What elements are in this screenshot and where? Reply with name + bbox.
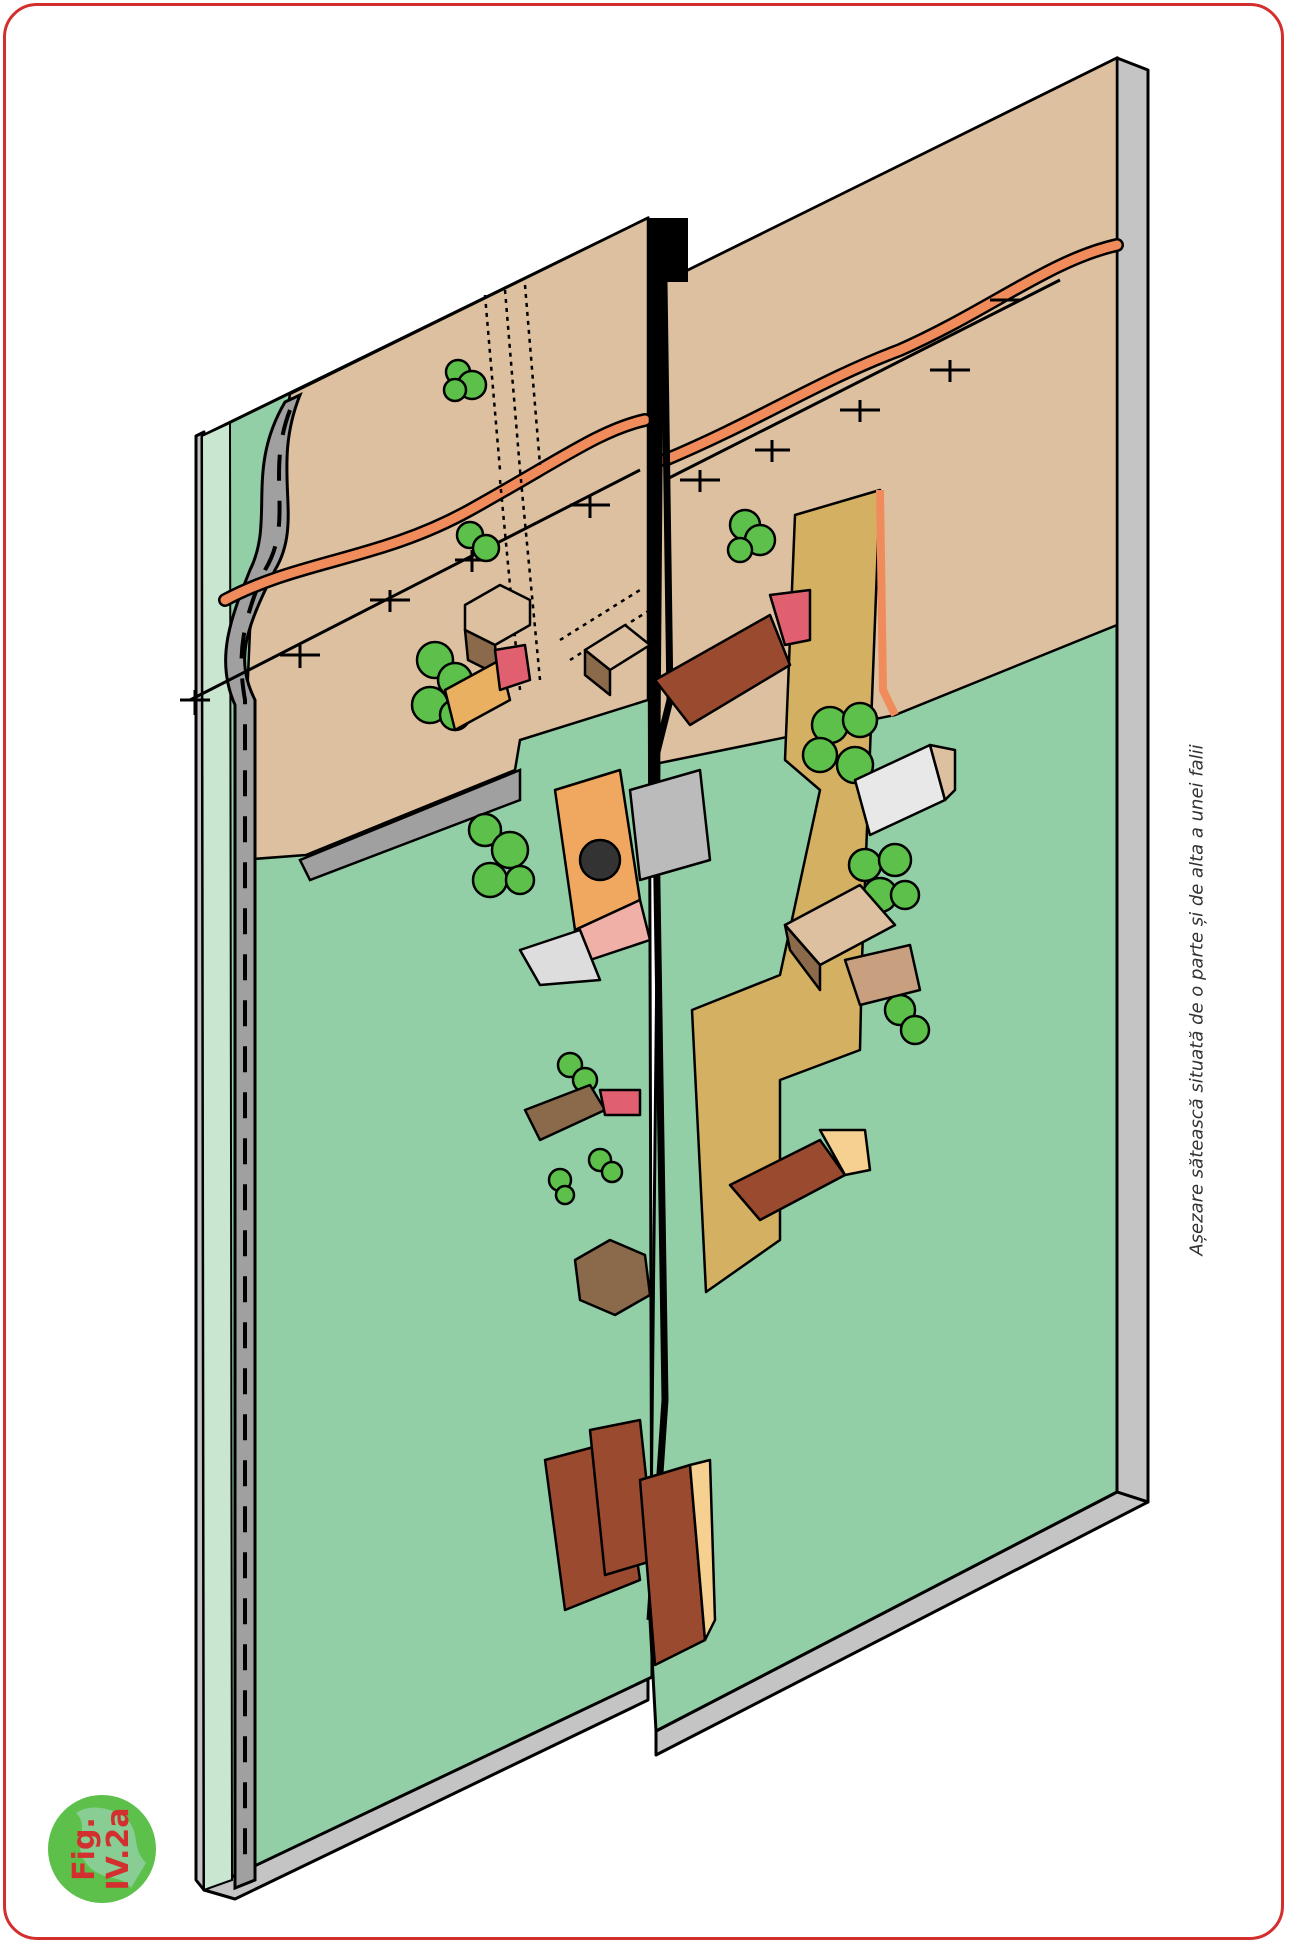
tree-icon (455, 520, 501, 563)
house-icon (783, 883, 897, 992)
tree-icon (442, 358, 488, 403)
house-icon (583, 623, 652, 697)
house-icon (853, 743, 957, 837)
globe-icon (48, 1795, 156, 1903)
tree-icon (883, 993, 931, 1046)
tree-icon (467, 812, 536, 899)
house-icon (463, 583, 532, 677)
figure-badge: Fig. IV.2a (46, 1793, 158, 1905)
road (224, 392, 522, 1891)
tree-icon (547, 1147, 624, 1206)
river (218, 238, 1124, 607)
trees (410, 358, 931, 1206)
tree-icon (847, 842, 921, 914)
house-icon (653, 588, 812, 727)
house-icon-destroyed (518, 768, 712, 987)
house-icon (543, 1418, 717, 1667)
figure-label-line2: IV.2a (101, 1807, 136, 1891)
power-line (180, 278, 1061, 715)
house-icon (573, 1238, 652, 1317)
tree-icon (726, 508, 777, 564)
house-icon (443, 643, 532, 732)
houses (443, 583, 957, 1667)
figure-label-line1: Fig. (67, 1817, 102, 1881)
figure-label: Fig. IV.2a (67, 1807, 136, 1891)
figure-frame (3, 3, 1284, 1940)
figure-caption: Așezare sătească situată de o parte și d… (1186, 744, 1208, 1256)
house-icon (728, 1128, 872, 1222)
house-icon (523, 1083, 642, 1142)
tree-icon (801, 701, 879, 785)
house-icon (843, 943, 922, 1007)
